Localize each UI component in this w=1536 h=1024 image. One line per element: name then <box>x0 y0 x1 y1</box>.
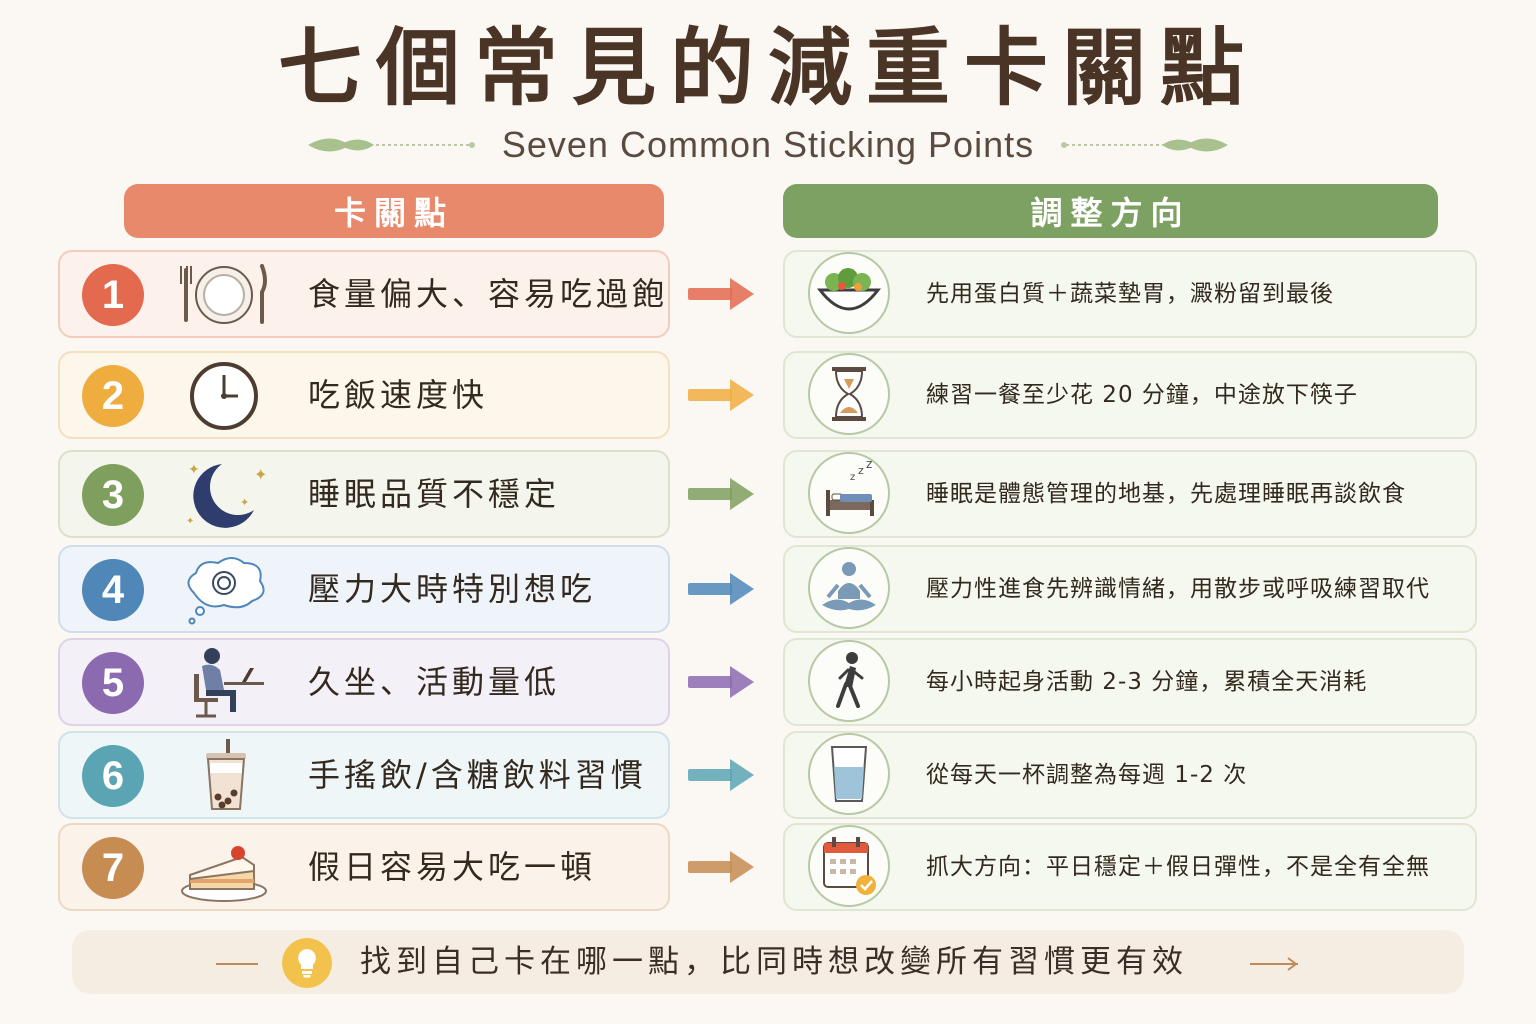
adjustment-text: 練習一餐至少花 20 分鐘，中途放下筷子 <box>926 382 1358 408</box>
sticking-point-text: 食量偏大、容易吃過飽 <box>308 275 669 313</box>
sticking-point-card <box>58 250 670 338</box>
right-arrow-icon <box>688 478 754 510</box>
subtitle-row: Seven Common Sticking Points <box>0 120 1536 170</box>
leaf-ornament-left-icon <box>307 138 475 152</box>
clock-icon <box>176 359 272 433</box>
step-number-badge: 3 <box>82 464 144 526</box>
step-number-badge: 2 <box>82 365 144 427</box>
stress-thought-bubble-icon <box>176 553 272 627</box>
sticking-point-card <box>58 450 670 538</box>
sticking-point-text: 壓力大時特別想吃 <box>308 570 597 608</box>
step-number-badge: 7 <box>82 837 144 899</box>
right-arrow-icon <box>688 851 754 883</box>
right-arrow-icon <box>688 379 754 411</box>
footer-divider-left <box>216 963 258 965</box>
sticking-point-row: 2 吃飯速度快 練習一餐至少花 20 分鐘，中途放下筷子 <box>0 351 1536 441</box>
step-number-badge: 1 <box>82 264 144 326</box>
bubble-tea-icon <box>176 739 272 813</box>
adjustment-icon-circle <box>808 547 890 629</box>
adjustment-text: 從每天一杯調整為每週 1-2 次 <box>926 762 1248 788</box>
right-arrow-icon <box>688 278 754 310</box>
adjustment-card <box>783 450 1477 538</box>
sticking-point-card <box>58 638 670 726</box>
adjustment-icon-circle <box>808 640 890 722</box>
header-adjustments: 調整方向 <box>783 184 1438 238</box>
footer-arrow-icon <box>1250 957 1298 971</box>
adjustment-text: 抓大方向：平日穩定＋假日彈性，不是全有全無 <box>926 854 1430 880</box>
step-number-badge: 6 <box>82 745 144 807</box>
page-title: 七個常見的減重卡關點 <box>277 19 1258 117</box>
sticking-point-card <box>58 545 670 633</box>
header-sticking-points: 卡關點 <box>124 184 664 238</box>
moon-stars-icon: ✦ ✦ ✦ ✦ <box>176 458 272 532</box>
step-number-badge: 4 <box>82 559 144 621</box>
sticking-point-text: 久坐、活動量低 <box>308 663 561 701</box>
adjustment-card <box>783 731 1477 819</box>
adjustment-card <box>783 823 1477 911</box>
adjustment-text: 睡眠是體態管理的地基，先處理睡眠再談飲食 <box>926 481 1406 507</box>
sticking-point-text: 手搖飲/含糖飲料習慣 <box>308 756 647 794</box>
svg-text:z: z <box>866 460 872 471</box>
adjustment-text: 先用蛋白質＋蔬菜墊胃，澱粉留到最後 <box>926 281 1334 307</box>
svg-text:z: z <box>850 472 855 483</box>
svg-text:✦: ✦ <box>188 462 200 478</box>
adjustment-card <box>783 545 1477 633</box>
svg-text:z: z <box>858 464 864 477</box>
sticking-point-text: 睡眠品質不穩定 <box>308 475 561 513</box>
sticking-point-row: 5 久坐、活動量低 每小時起身活動 2-3 分鐘，累積全天消耗 <box>0 638 1536 728</box>
adjustment-card <box>783 250 1477 338</box>
person-at-desk-icon <box>176 646 272 720</box>
adjustment-card <box>783 351 1477 439</box>
leaf-ornament-right-icon <box>1061 138 1229 152</box>
sticking-point-row: 4 壓力大時特別想吃 壓力性進食先辨識情緒，用散步或呼吸練習取代 <box>0 545 1536 635</box>
adjustment-text: 壓力性進食先辨識情緒，用散步或呼吸練習取代 <box>926 576 1430 602</box>
right-arrow-icon <box>688 573 754 605</box>
sticking-point-card <box>58 351 670 439</box>
sticking-point-card <box>58 731 670 819</box>
svg-text:✦: ✦ <box>186 516 194 527</box>
sticking-point-row: 6 手搖飲/含糖飲料習慣 從每天一杯調整為每週 1-2 次 <box>0 731 1536 821</box>
subtitle: Seven Common Sticking Points <box>501 124 1035 165</box>
lightbulb-icon <box>282 938 332 988</box>
adjustment-icon-circle <box>808 353 890 435</box>
adjustment-text: 每小時起身活動 2-3 分鐘，累積全天消耗 <box>926 669 1368 695</box>
adjustment-icon-circle <box>808 252 890 334</box>
svg-text:✦: ✦ <box>240 496 249 509</box>
sticking-point-text: 吃飯速度快 <box>308 376 489 414</box>
right-arrow-icon <box>688 666 754 698</box>
sticking-point-row: 1 食量偏大、容易吃過飽 先用蛋白質＋蔬菜墊胃，澱粉留到最後 <box>0 250 1536 340</box>
plate-fork-knife-icon <box>176 258 272 332</box>
right-arrow-icon <box>688 759 754 791</box>
adjustment-card <box>783 638 1477 726</box>
cake-slice-icon <box>176 831 272 905</box>
sticking-point-text: 假日容易大吃一頓 <box>308 848 597 886</box>
step-number-badge: 5 <box>82 652 144 714</box>
svg-text:✦: ✦ <box>254 465 267 484</box>
sticking-point-card <box>58 823 670 911</box>
footer-text: 找到自己卡在哪一點，比同時想改變所有習慣更有效 <box>360 944 1188 980</box>
sticking-point-row: 7 假日容易大吃一頓 抓大方向：平日穩定＋假日彈性，不是全有全無 <box>0 823 1536 913</box>
adjustment-icon-circle <box>808 825 890 907</box>
adjustment-icon-circle <box>808 733 890 815</box>
